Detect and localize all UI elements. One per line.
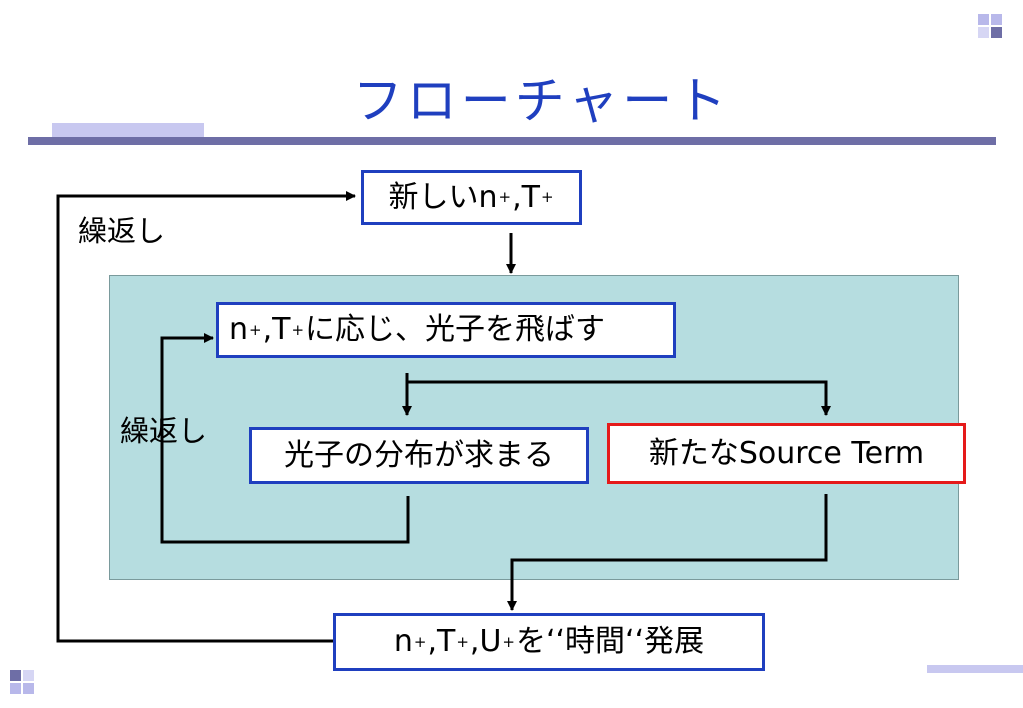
node-new-state-sub1: +	[498, 188, 512, 206]
title-divider	[28, 137, 996, 145]
corner-square-bl-2	[23, 670, 34, 681]
corner-square-tr-4	[991, 27, 1002, 38]
title-accent-bar	[52, 123, 204, 137]
corner-square-bl-3	[10, 683, 21, 694]
inner-loop-connector	[160, 333, 410, 544]
outer-loop-connector	[56, 191, 356, 643]
corner-square-bl-1	[10, 670, 21, 681]
node-emit-photons-prefix: n	[229, 312, 249, 347]
node-time-evolution-mid1: ,T	[427, 624, 456, 659]
corner-square-bl-4	[23, 683, 34, 694]
node-new-state-prefix: 新しいn	[388, 179, 498, 215]
arrow-source-term-to-evolution	[507, 494, 828, 611]
node-new-state-mid1: ,T	[512, 179, 540, 215]
node-emit-photons-mid1: ,T	[262, 312, 291, 347]
node-time-evolution: n+,T+,U+を‘‘時間‘‘発展	[333, 613, 765, 671]
corner-square-tr-2	[991, 14, 1002, 25]
node-emit-photons-sub1: +	[249, 320, 262, 339]
node-source-term: 新たなSource Term	[607, 423, 966, 484]
node-time-evolution-mid2: ,U	[469, 624, 502, 659]
outer-loop-label: 繰返し	[78, 214, 166, 248]
node-emit-photons-sub2: +	[291, 320, 305, 339]
arrow-emit-to-source-term	[407, 380, 831, 416]
node-photon-distribution-text: 光子の分布が求まる	[284, 437, 554, 473]
node-time-evolution-sub2: +	[456, 632, 469, 651]
corner-square-tr-3	[978, 27, 989, 38]
node-time-evolution-sub1: +	[413, 632, 427, 651]
node-source-term-text: 新たなSource Term	[648, 435, 925, 471]
node-new-state: 新しいn+,T+	[361, 170, 582, 225]
node-new-state-sub2: +	[540, 188, 554, 206]
page-title: フローチャート	[352, 72, 731, 130]
node-photon-distribution: 光子の分布が求まる	[249, 427, 589, 484]
footer-accent-bar	[927, 665, 1023, 673]
inner-loop-label: 繰返し	[120, 414, 208, 448]
corner-square-tr-1	[978, 14, 989, 25]
node-emit-photons: n+,T+に応じ、光子を飛ばす	[216, 302, 676, 358]
node-time-evolution-prefix: n	[393, 624, 413, 659]
node-time-evolution-sub3: +	[502, 632, 515, 651]
node-time-evolution-suffix: を‘‘時間‘‘発展	[515, 624, 705, 659]
node-emit-photons-suffix: に応じ、光子を飛ばす	[305, 312, 606, 347]
